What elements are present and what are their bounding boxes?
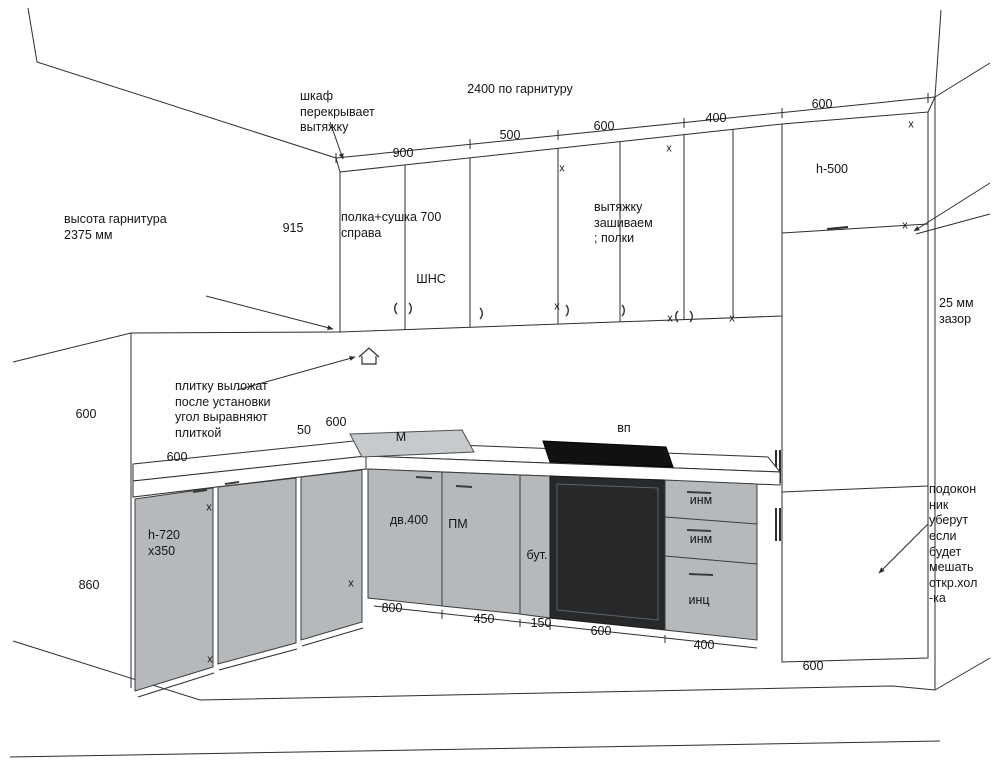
label-wall-915: 915 <box>282 221 304 235</box>
annotation-windowsill-note: подокон ник уберут если будет мешать отк… <box>929 482 978 606</box>
label-bottom-150: 150 <box>530 616 552 630</box>
label-bottom-600: 600 <box>590 624 612 638</box>
x-mark: x <box>667 312 673 325</box>
label-bottom-450: 450 <box>473 612 495 626</box>
label-left-wall-600: 600 <box>75 407 97 421</box>
label-bottom-800: 800 <box>381 601 403 615</box>
sink <box>349 429 475 458</box>
label-top-900: 900 <box>392 146 414 160</box>
annotation-shelf-dryer: полка+сушка 700 справа <box>341 210 442 240</box>
label-top-400: 400 <box>705 111 727 125</box>
leader-lines <box>205 121 991 574</box>
dishwasher-front <box>441 471 521 615</box>
label-top-600: 600 <box>593 119 615 133</box>
label-dishwasher: ПМ <box>448 517 468 531</box>
label-bottle-unit: бут. <box>526 548 548 562</box>
cooktop <box>542 440 674 468</box>
annotation-tiles-note: плитку выложат после установки угол выра… <box>175 379 271 440</box>
left-cabinet-door <box>217 477 297 665</box>
bottle-unit-front <box>519 474 551 619</box>
label-left-counter-600: 600 <box>166 450 188 464</box>
x-mark: x <box>207 653 213 666</box>
dimension-ticks <box>335 93 929 163</box>
label-corner-600: 600 <box>325 415 347 429</box>
upper-cabinets <box>335 123 783 333</box>
label-top-right-600: 600 <box>811 97 833 111</box>
room-outline <box>9 7 991 758</box>
annotation-gap-25mm: 25 мм зазор <box>939 296 974 326</box>
plinth-line <box>137 627 364 698</box>
x-mark: x <box>348 577 354 590</box>
oven-door-inner <box>556 483 659 621</box>
oven-front <box>549 475 666 631</box>
label-drawer-top: инм <box>689 493 713 507</box>
x-mark: x <box>729 312 735 325</box>
label-tall-upper-height: h-500 <box>816 162 848 176</box>
annotation-cabinet-overlaps-hood: шкаф перекрывает вытяжку <box>300 89 375 135</box>
label-left-cabinet-size: h-720 х350 <box>148 528 180 558</box>
label-upper-cabinet-code: ШНС <box>416 272 446 286</box>
x-mark: x <box>559 162 565 175</box>
drawer-handle-icon <box>415 476 714 576</box>
label-drawer-mid: инм <box>689 532 713 546</box>
label-left-860: 860 <box>78 578 100 592</box>
label-total-width: 2400 по гарнитуру <box>467 82 573 96</box>
door-handle-icon <box>192 481 240 493</box>
annotation-unit-height: высота гарнитура 2375 мм <box>64 212 167 242</box>
label-sink: М <box>395 430 407 444</box>
x-mark: x <box>554 300 560 313</box>
plinth-line <box>373 605 758 649</box>
tall-cabinet <box>775 96 936 663</box>
x-mark: x <box>902 219 908 232</box>
label-drawer-bottom: инц <box>688 593 710 607</box>
label-door-400: дв.400 <box>389 513 429 527</box>
base-cabinets-front <box>367 468 758 649</box>
corner-cabinet-panel <box>300 469 363 641</box>
door-400-front <box>367 468 443 607</box>
base-cabinets-left <box>134 469 364 698</box>
x-mark: x <box>666 142 672 155</box>
x-mark: x <box>908 118 914 131</box>
house-icon <box>358 347 380 365</box>
left-cabinet-door <box>134 487 214 692</box>
label-hob: вп <box>617 421 631 435</box>
label-tall-bottom-600: 600 <box>802 659 824 673</box>
label-bottom-400: 400 <box>693 638 715 652</box>
door-handle-icon <box>394 302 693 323</box>
x-mark: x <box>206 501 212 514</box>
label-corner-50: 50 <box>297 423 311 437</box>
annotation-hood-boxed: вытяжку зашиваем ; полки <box>594 200 653 246</box>
label-top-500: 500 <box>499 128 521 142</box>
